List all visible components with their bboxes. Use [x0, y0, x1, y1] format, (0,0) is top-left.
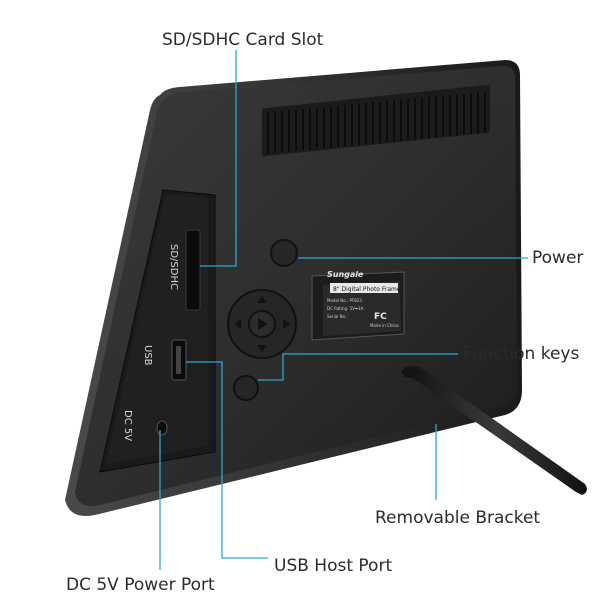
- sticker-origin: Made in China: [370, 323, 399, 328]
- port-label-usb: USB: [142, 345, 153, 366]
- leader-lines: [159, 50, 528, 570]
- callout-removable-bracket: Removable Bracket: [375, 508, 541, 528]
- dc-power-jack[interactable]: [156, 420, 168, 436]
- sticker-model: Model No.: PF823: [327, 298, 362, 303]
- dpad-left-arrow-icon[interactable]: [234, 319, 241, 329]
- play-icon: [258, 318, 268, 330]
- function-keys: [227, 289, 297, 401]
- leader-sd-slot: [200, 50, 237, 267]
- menu-button[interactable]: [233, 375, 259, 401]
- sticker-serial: Serial No.:: [327, 314, 348, 319]
- callout-function-keys: Function keys: [463, 344, 580, 364]
- callout-dc-power-port: DC 5V Power Port: [66, 575, 215, 595]
- sticker-rating: DC Rating: 5V⎓1A: [327, 306, 364, 311]
- removable-bracket: [404, 366, 587, 495]
- callout-usb-host-port: USB Host Port: [274, 556, 393, 576]
- port-label-sd: SD/SDHC: [168, 244, 179, 290]
- callout-power: Power: [532, 248, 584, 268]
- vent-slots: [267, 92, 486, 154]
- leader-function-keys: [258, 353, 458, 381]
- bracket-mount: [402, 366, 420, 378]
- usb-port-tongue: [176, 346, 181, 374]
- power-button[interactable]: [270, 239, 298, 267]
- port-panel-face: [106, 194, 208, 464]
- dpad-up-arrow-icon[interactable]: [257, 296, 267, 303]
- sticker-brand: Sungale: [327, 270, 364, 279]
- callout-sd-card-slot: SD/SDHC Card Slot: [162, 30, 324, 50]
- sticker-product: 8" Digital Photo Frame: [333, 286, 401, 293]
- port-label-dc: DC 5V: [122, 410, 133, 441]
- vent-grille: [262, 84, 490, 157]
- rating-sticker: Sungale 8" Digital Photo Frame Model No.…: [311, 270, 405, 341]
- sticker-fcc: FC: [374, 312, 387, 322]
- dpad-right-arrow-icon[interactable]: [283, 319, 290, 329]
- sd-card-slot[interactable]: [185, 229, 201, 311]
- dpad-down-arrow-icon[interactable]: [257, 345, 267, 352]
- sticker-product-band: [330, 283, 398, 293]
- leader-usb: [186, 361, 268, 559]
